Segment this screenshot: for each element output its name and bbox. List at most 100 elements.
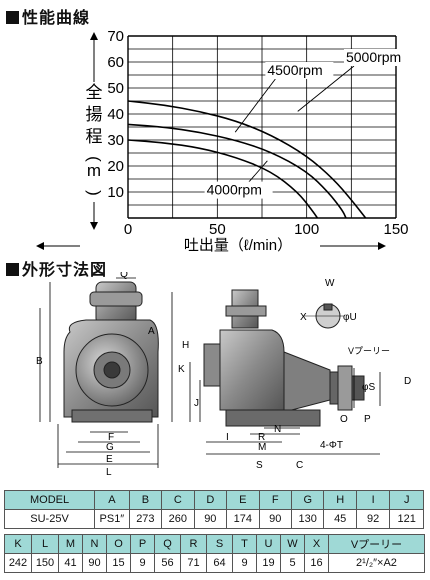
series-label-bg [204, 181, 273, 199]
header-r: R [180, 534, 207, 554]
header-j: J [389, 490, 424, 510]
value-w: 5 [280, 553, 305, 573]
value-t: 9 [232, 553, 257, 573]
y-tick-label: 20 [107, 158, 124, 175]
y-axis-label-char: ) [85, 190, 104, 196]
value-a: PS1″ [94, 509, 130, 529]
dim-label-j: J [194, 398, 199, 409]
x-label-right-arrowhead [378, 242, 386, 250]
dim-label-r: R [258, 432, 265, 443]
x-tick-label: 50 [209, 221, 226, 238]
header-u: U [256, 534, 281, 554]
series-leader-line [246, 160, 268, 185]
y-label-up-arrowhead [90, 32, 98, 40]
series-line-4500rpm [127, 123, 347, 219]
dim-label-m: M [258, 442, 266, 453]
value-h: 45 [323, 509, 357, 529]
header-l: L [31, 534, 59, 554]
value-j: 121 [389, 509, 424, 529]
value-u: 19 [256, 553, 281, 573]
header-f: F [258, 490, 292, 510]
header-o: O [106, 534, 131, 554]
dimension-drawing: Q A B F G E L K J H I [36, 272, 411, 478]
dim-label-f: F [108, 432, 114, 443]
header-q: Q [154, 534, 181, 554]
x-label-left-arrowhead [36, 242, 44, 250]
value-p: 9 [130, 553, 155, 573]
y-axis-label-char: 程 [86, 127, 103, 146]
dim-label-s: S [256, 460, 263, 471]
value-l: 150 [31, 553, 59, 573]
header-g: G [290, 490, 325, 510]
value-c: 260 [161, 509, 195, 529]
spec-table-1-row: SU-25V PS1″ 273 260 90 174 90 130 45 92 … [3, 509, 424, 529]
header-i: I [355, 490, 391, 510]
x-tick-label: 100 [294, 221, 319, 238]
value-x: 16 [304, 553, 329, 573]
header-x: X [304, 534, 329, 554]
value-g: 130 [290, 509, 325, 529]
header-a: A [94, 490, 130, 510]
y-axis-label-char: ( [85, 156, 104, 162]
value-e: 174 [226, 509, 260, 529]
dim-label-e: E [106, 454, 113, 465]
dim-label-4t: 4-ΦT [320, 440, 343, 451]
header-e: E [226, 490, 260, 510]
dim-label-p: P [364, 414, 371, 425]
series-label-5000rpm: 5000rpm [346, 49, 401, 65]
series-leader-line [234, 78, 276, 133]
dim-label-a: A [148, 326, 155, 337]
y-tick-label: 10 [107, 184, 124, 201]
dim-label-l: L [106, 467, 112, 478]
y-tick-label: 40 [107, 106, 124, 123]
chart-series [127, 100, 367, 219]
chart-grid [127, 35, 397, 219]
value-m: 41 [58, 553, 83, 573]
value-i: 92 [355, 509, 391, 529]
value-k: 242 [4, 553, 32, 573]
dim-label-x: X [300, 312, 307, 323]
header-h: H [323, 490, 357, 510]
y-axis-label-char: m [87, 161, 101, 180]
dim-label-o: O [340, 414, 348, 425]
value-n: 90 [82, 553, 107, 573]
y-tick-label: 50 [107, 80, 124, 97]
dim-label-q: Q [120, 272, 128, 280]
dim-label-g: G [106, 442, 114, 453]
value-o: 15 [106, 553, 131, 573]
value-v-pulley: 2¹/₂″×A2 [328, 553, 425, 573]
header-t: T [232, 534, 257, 554]
performance-section-title: 性能曲線 [6, 4, 90, 28]
value-model: SU-25V [3, 509, 96, 529]
x-axis-label: 吐出量（ℓ/min） [184, 237, 292, 254]
dim-label-k: K [178, 364, 185, 375]
header-k: K [4, 534, 32, 554]
side-dimension-lines [171, 292, 381, 455]
header-p: P [130, 534, 155, 554]
dim-label-v-pulley: Vプーリー [348, 346, 390, 356]
series-label-4000rpm: 4000rpm [207, 182, 262, 198]
dimensions-title-text: 外形寸法図 [22, 262, 108, 279]
y-tick-label: 60 [107, 54, 124, 71]
dim-label-w: W [325, 278, 335, 289]
series-leader-line [297, 65, 355, 112]
dim-label-phi-u: φU [343, 312, 357, 323]
dim-label-b: B [36, 356, 43, 367]
header-model: MODEL [3, 490, 96, 510]
value-d: 90 [193, 509, 228, 529]
bullet-square-icon [6, 11, 19, 24]
series-label-bg [265, 62, 334, 79]
header-w: W [280, 534, 305, 554]
value-f: 90 [258, 509, 292, 529]
y-tick-label: 30 [107, 132, 124, 149]
y-tick-label: 70 [107, 28, 124, 45]
front-dim-letters: Q A B F G E L [36, 272, 155, 478]
dim-label-h: H [182, 340, 189, 351]
value-s: 64 [206, 553, 233, 573]
side-view-pump [203, 289, 365, 427]
spec-table-2-row: 242 150 41 90 15 9 56 71 64 9 19 5 16 2¹… [4, 553, 425, 573]
x-tick-label: 150 [383, 221, 408, 238]
y-label-down-arrowhead [90, 222, 98, 230]
